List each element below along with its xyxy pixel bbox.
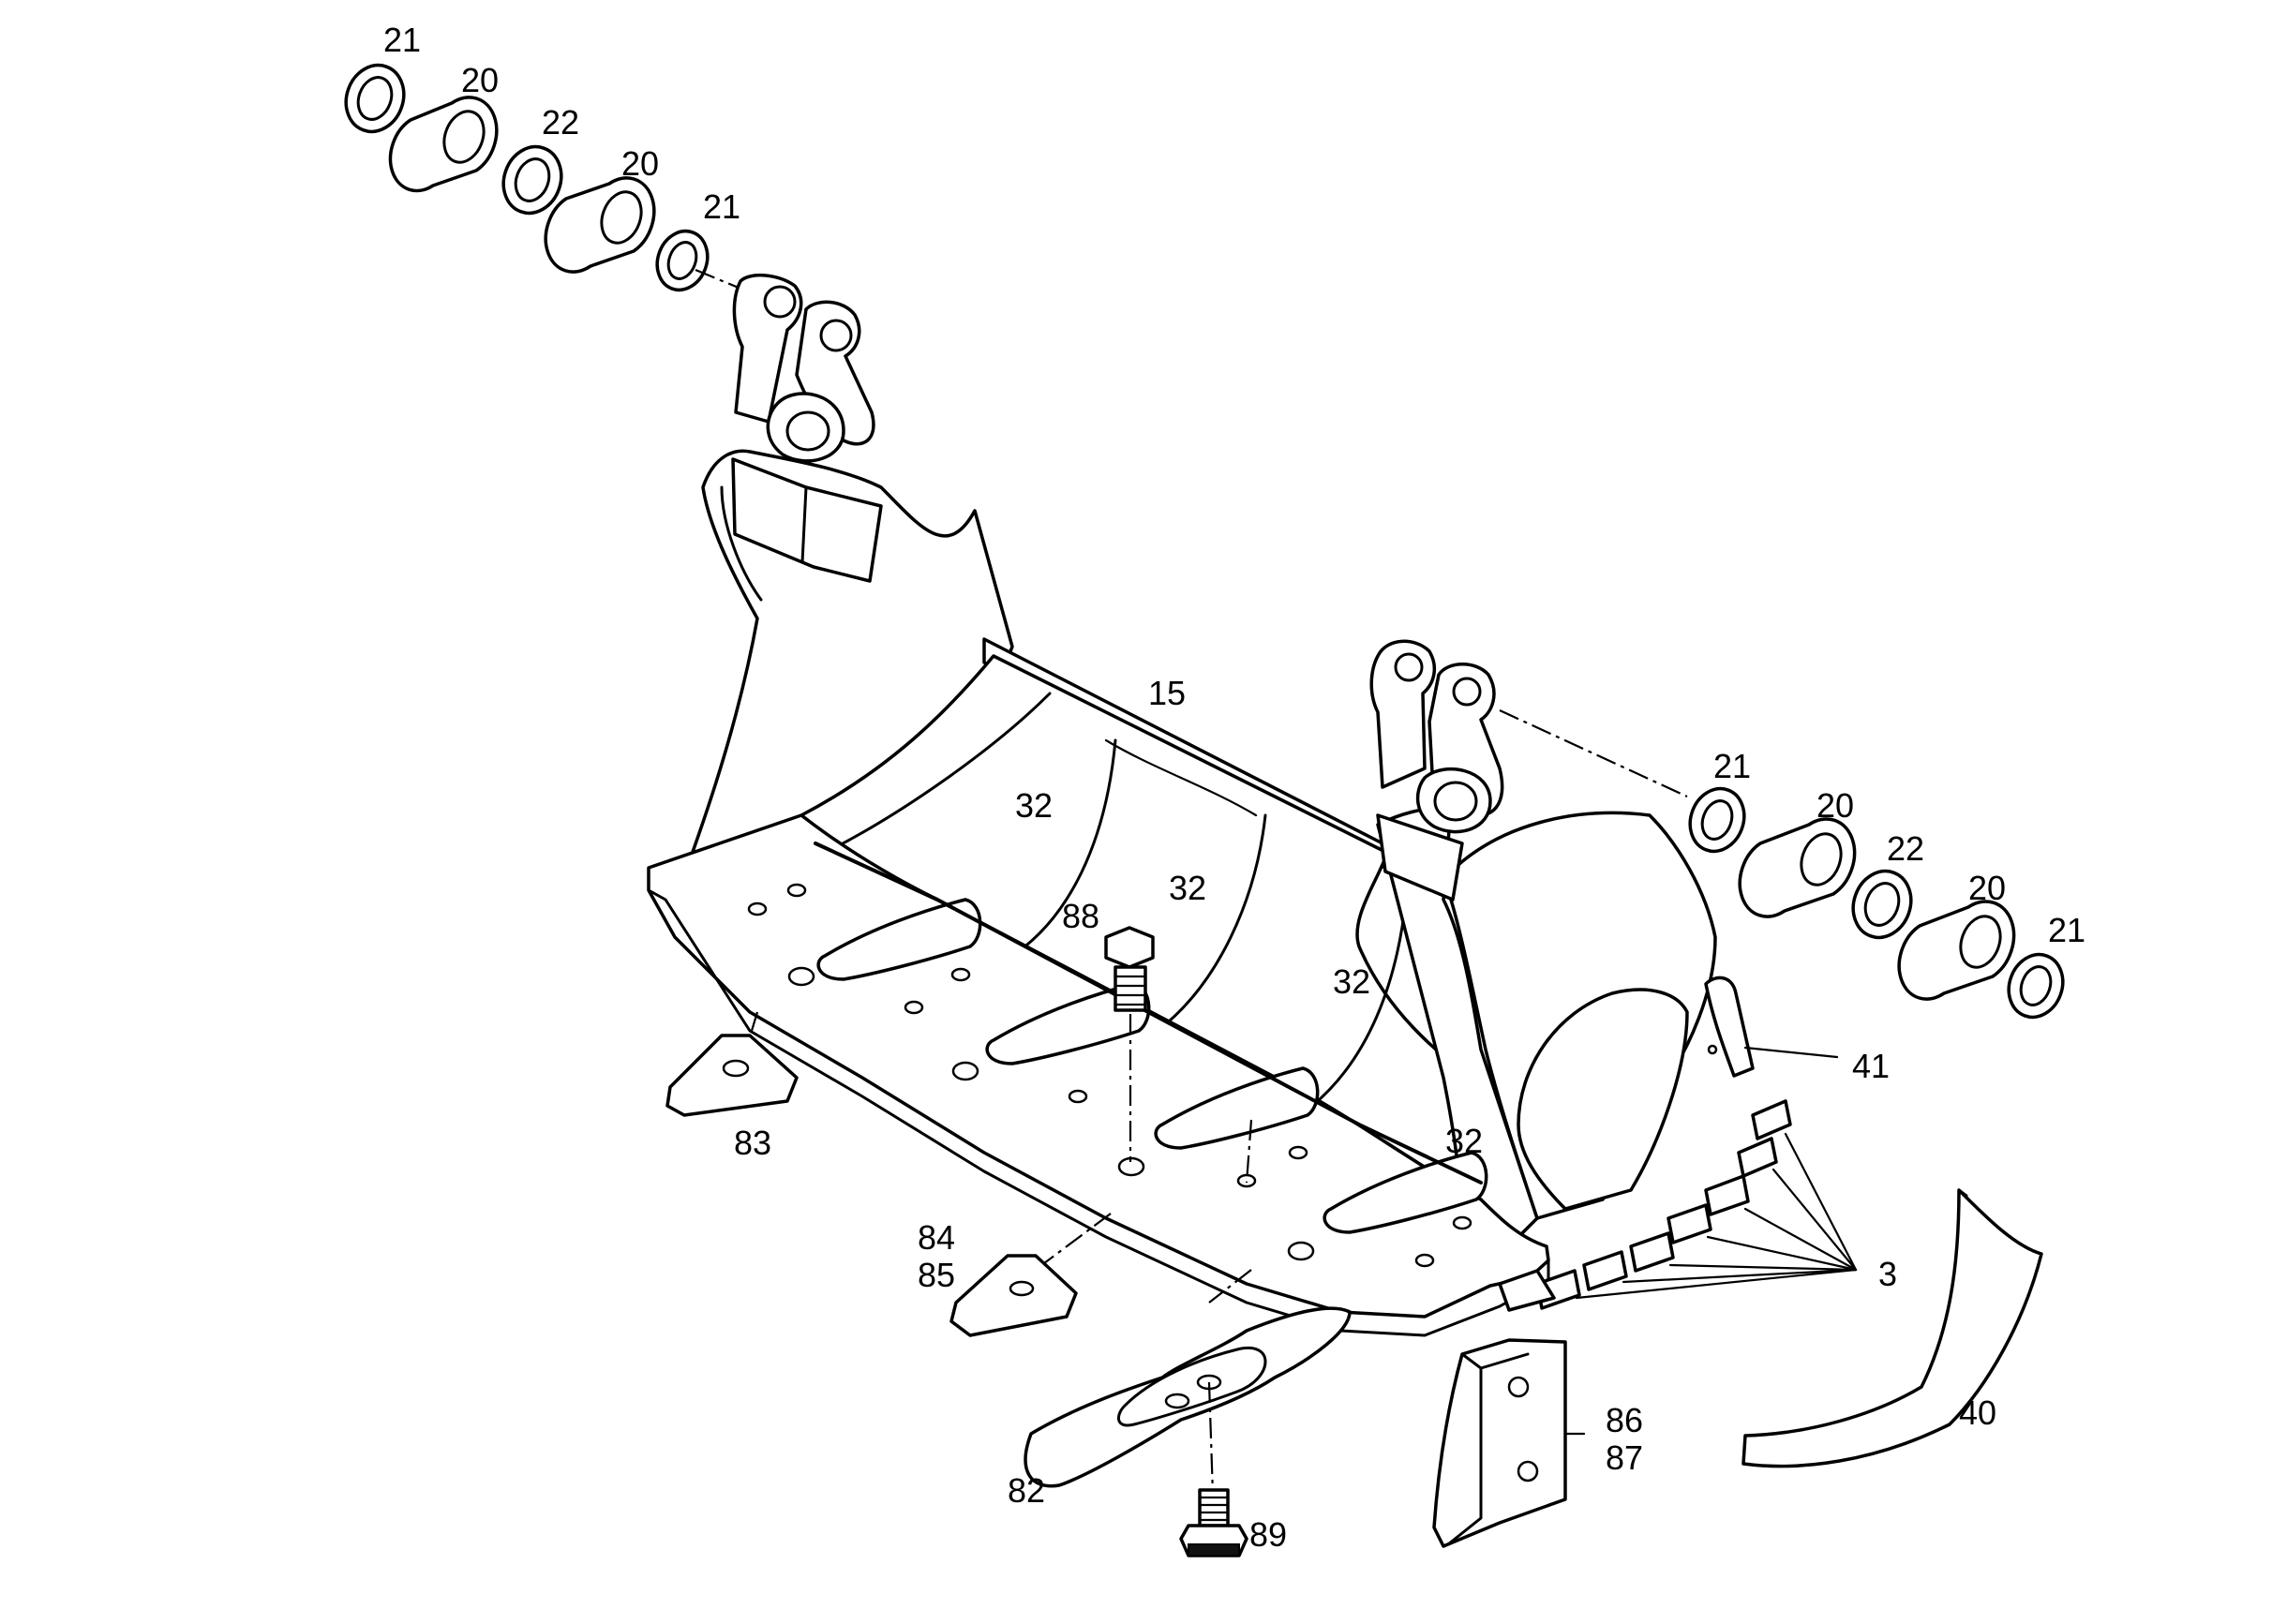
part-number-labels: 21 20 22 20 21 15 32 32 32 32 88 21 20 2… [383,21,2085,1554]
label-wear-blade: 82 [1008,1471,1045,1510]
label-bush-3: 20 [1816,786,1854,825]
label-teeth: 3 [1878,1255,1897,1293]
label-wear-plate-left: 83 [734,1124,771,1162]
label-bush-ring-3: 21 [1713,747,1751,785]
label-spacer-1: 22 [542,103,579,142]
bolt-88 [1104,926,1253,1184]
teeth-group [1498,1099,1858,1312]
wear-blade-82 [1024,1269,1352,1496]
heel-plate [1432,1338,1586,1548]
label-wear-strip-2: 32 [1169,869,1206,907]
label-side-cutter: 41 [1852,1047,1890,1085]
right-pin-bushing-stack [1499,709,2065,1020]
wear-plate-83 [665,1011,799,1117]
label-screw: 89 [1249,1515,1287,1554]
label-wear-strip-3: 32 [1333,962,1370,1001]
screw-89 [1179,1488,1248,1557]
label-wear-plate-mid-b: 85 [918,1256,955,1294]
label-bush-2: 20 [621,144,659,183]
left-pin-bushing-stack [344,63,751,294]
label-bolt: 88 [1062,897,1099,935]
label-bush-1: 20 [461,61,499,99]
side-cutter-leader [1743,1046,1839,1059]
label-cutting-edge-segment: 40 [1959,1393,1996,1432]
label-heel-plate-a: 86 [1606,1401,1643,1439]
label-wear-strip-4: 32 [1445,1122,1483,1160]
label-bush-ring-1: 21 [383,21,421,59]
label-bucket-body: 15 [1148,674,1186,712]
label-heel-plate-b: 87 [1606,1438,1643,1477]
bucket-body [647,273,1755,1337]
label-wear-strip-1: 32 [1015,786,1053,825]
cutting-edge-segment [1741,1188,2043,1468]
label-wear-plate-mid-a: 84 [918,1218,955,1257]
label-bush-ring-4: 21 [2048,911,2085,949]
label-bush-4: 20 [1968,869,2006,907]
label-bush-ring-2: 21 [703,187,740,226]
label-spacer-2: 22 [1887,829,1924,868]
wear-plate-84-85 [949,1213,1112,1337]
